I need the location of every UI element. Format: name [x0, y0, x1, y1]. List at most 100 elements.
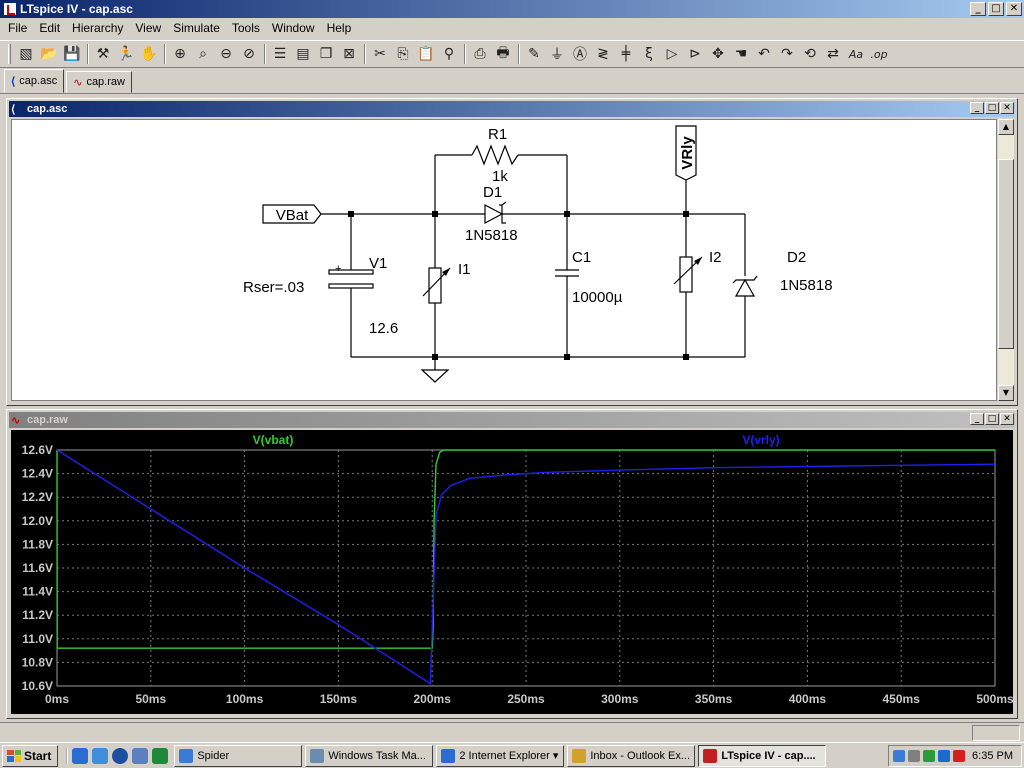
vbat-label: VBat — [276, 207, 309, 224]
taskbar-button-3[interactable]: Inbox - Outlook Ex... — [567, 744, 696, 767]
taskbar-button-1[interactable]: Windows Task Ma... — [305, 744, 434, 767]
scroll-thumb[interactable] — [998, 159, 1014, 349]
menu-hierarchy[interactable]: Hierarchy — [72, 21, 124, 35]
copy-icon[interactable]: ⎘ — [397, 46, 409, 62]
menu-bar: File Edit Hierarchy View Simulate Tools … — [0, 19, 1024, 38]
series-legend-1[interactable]: V(vrly) — [742, 433, 779, 447]
taskbar-button-2[interactable]: 2 Internet Explorer ▾ — [436, 744, 565, 767]
new-schematic-icon[interactable]: ▧ — [19, 46, 33, 62]
print-icon[interactable]: 🖶 — [496, 45, 510, 61]
scroll-down-button[interactable]: ▼ — [998, 385, 1014, 401]
menu-window[interactable]: Window — [271, 21, 315, 35]
x-tick-label: 500ms — [976, 692, 1013, 706]
component-icon[interactable]: ⊳ — [689, 46, 701, 62]
waveform-close-button[interactable]: ✕ — [1000, 413, 1014, 425]
zoom-cancel-icon[interactable]: ⊘ — [243, 46, 255, 62]
zoom-in-icon[interactable]: ⊕ — [174, 46, 186, 62]
zoom-full-icon[interactable]: ⌕ — [199, 46, 207, 62]
ie-icon[interactable] — [72, 747, 89, 764]
outlook-icon — [572, 748, 587, 763]
spice-directive-icon[interactable]: .op — [870, 47, 888, 61]
undo-icon[interactable]: ↶ — [758, 46, 770, 62]
waveform-icon: ∿ — [73, 76, 83, 89]
show-desktop-icon[interactable] — [132, 747, 149, 764]
toolbar-separator — [164, 44, 166, 64]
minimize-button[interactable]: _ — [970, 2, 986, 16]
y-tick-label: 12.0V — [22, 514, 53, 528]
taskbar-button-4[interactable]: LTspice IV - cap.... — [698, 744, 827, 767]
menu-help[interactable]: Help — [326, 21, 352, 35]
inductor-icon[interactable]: ξ — [645, 46, 653, 62]
network-icon[interactable] — [893, 750, 905, 762]
diode-icon[interactable]: ▷ — [666, 46, 678, 62]
spider-icon — [179, 748, 194, 763]
y-tick-label: 11.0V — [22, 632, 53, 646]
security-icon[interactable] — [953, 750, 965, 762]
schematic-icon: ⟨ — [11, 75, 16, 88]
schematic-close-button[interactable]: ✕ — [1000, 102, 1014, 114]
mirror-icon[interactable]: ⇄ — [827, 46, 839, 62]
rotate-icon[interactable]: ⟲ — [804, 46, 816, 62]
menu-tools[interactable]: Tools — [231, 21, 260, 35]
connection-icon[interactable] — [938, 750, 950, 762]
toolbar-separator — [87, 44, 89, 64]
autorange-icon[interactable]: ☰ — [273, 46, 287, 62]
taskbar-button-label: Inbox - Outlook Ex... — [590, 749, 690, 762]
status-cell — [972, 725, 1020, 741]
resistor-icon[interactable]: ≷ — [597, 46, 609, 62]
paste-icon[interactable]: 📋 — [417, 46, 435, 62]
control-panel-icon[interactable]: ⚒ — [96, 46, 110, 62]
move-icon[interactable]: ✥ — [712, 46, 724, 62]
print-setup-icon[interactable]: ⎙ — [474, 46, 486, 62]
taskbar-button-0[interactable]: Spider — [174, 744, 303, 767]
tab-cap-asc[interactable]: ⟨ cap.asc — [4, 69, 65, 93]
save-icon[interactable]: 💾 — [63, 46, 81, 62]
volume-icon[interactable] — [908, 750, 920, 762]
outlook-icon[interactable] — [92, 747, 109, 764]
schematic-scrollbar[interactable]: ▲ ▼ — [998, 119, 1014, 401]
label-net-icon[interactable]: Ⓐ — [573, 47, 587, 63]
cascade-icon[interactable]: ❐ — [319, 46, 333, 62]
tile-icon[interactable]: ▤ — [296, 46, 310, 62]
close-all-icon[interactable]: ⊠ — [343, 46, 355, 62]
wire-icon[interactable]: ✎ — [528, 46, 540, 62]
close-button[interactable]: ✕ — [1006, 2, 1022, 16]
series-legend-0[interactable]: V(vbat) — [253, 433, 294, 447]
schematic-minimize-button[interactable]: _ — [970, 102, 984, 114]
halt-icon[interactable]: ✋ — [140, 46, 158, 62]
schematic-canvas[interactable]: VBat VRly R1 1k D1 1N5818 C1 10000µ V1 R… — [11, 119, 997, 401]
excel-icon[interactable] — [152, 747, 169, 764]
scroll-up-button[interactable]: ▲ — [998, 119, 1014, 135]
drag-icon[interactable]: ☚ — [734, 46, 748, 62]
start-button[interactable]: Start — [2, 744, 59, 767]
menu-file[interactable]: File — [8, 21, 28, 35]
shield-icon[interactable] — [923, 750, 935, 762]
x-tick-label: 200ms — [414, 692, 452, 706]
zoom-out-icon[interactable]: ⊖ — [220, 46, 232, 62]
d1-label: D1 — [483, 184, 502, 201]
menu-simulate[interactable]: Simulate — [173, 21, 220, 35]
menu-edit[interactable]: Edit — [39, 21, 61, 35]
tab-cap-raw[interactable]: ∿ cap.raw — [66, 71, 132, 93]
menu-view[interactable]: View — [135, 21, 162, 35]
series-line-0 — [56, 449, 995, 649]
schematic-maximize-button[interactable]: □ — [985, 102, 999, 114]
ground-icon[interactable]: ⏚ — [550, 47, 564, 63]
x-tick-label: 0ms — [45, 692, 69, 706]
waveform-minimize-button[interactable]: _ — [970, 413, 984, 425]
waveform-maximize-button[interactable]: □ — [985, 413, 999, 425]
text-icon[interactable]: Aa — [848, 47, 864, 61]
capacitor-icon[interactable]: ╪ — [621, 46, 631, 62]
maximize-button[interactable]: □ — [988, 2, 1004, 16]
redo-icon[interactable]: ↷ — [781, 46, 793, 62]
cut-icon[interactable]: ✂ — [374, 46, 386, 62]
y-tick-label: 12.4V — [22, 467, 53, 481]
media-player-icon[interactable] — [112, 747, 129, 764]
open-icon[interactable]: 📂 — [40, 46, 58, 62]
run-icon[interactable]: 🏃 — [117, 46, 135, 62]
find-icon[interactable]: ⚲ — [443, 46, 455, 62]
i1-label: I1 — [458, 261, 471, 278]
